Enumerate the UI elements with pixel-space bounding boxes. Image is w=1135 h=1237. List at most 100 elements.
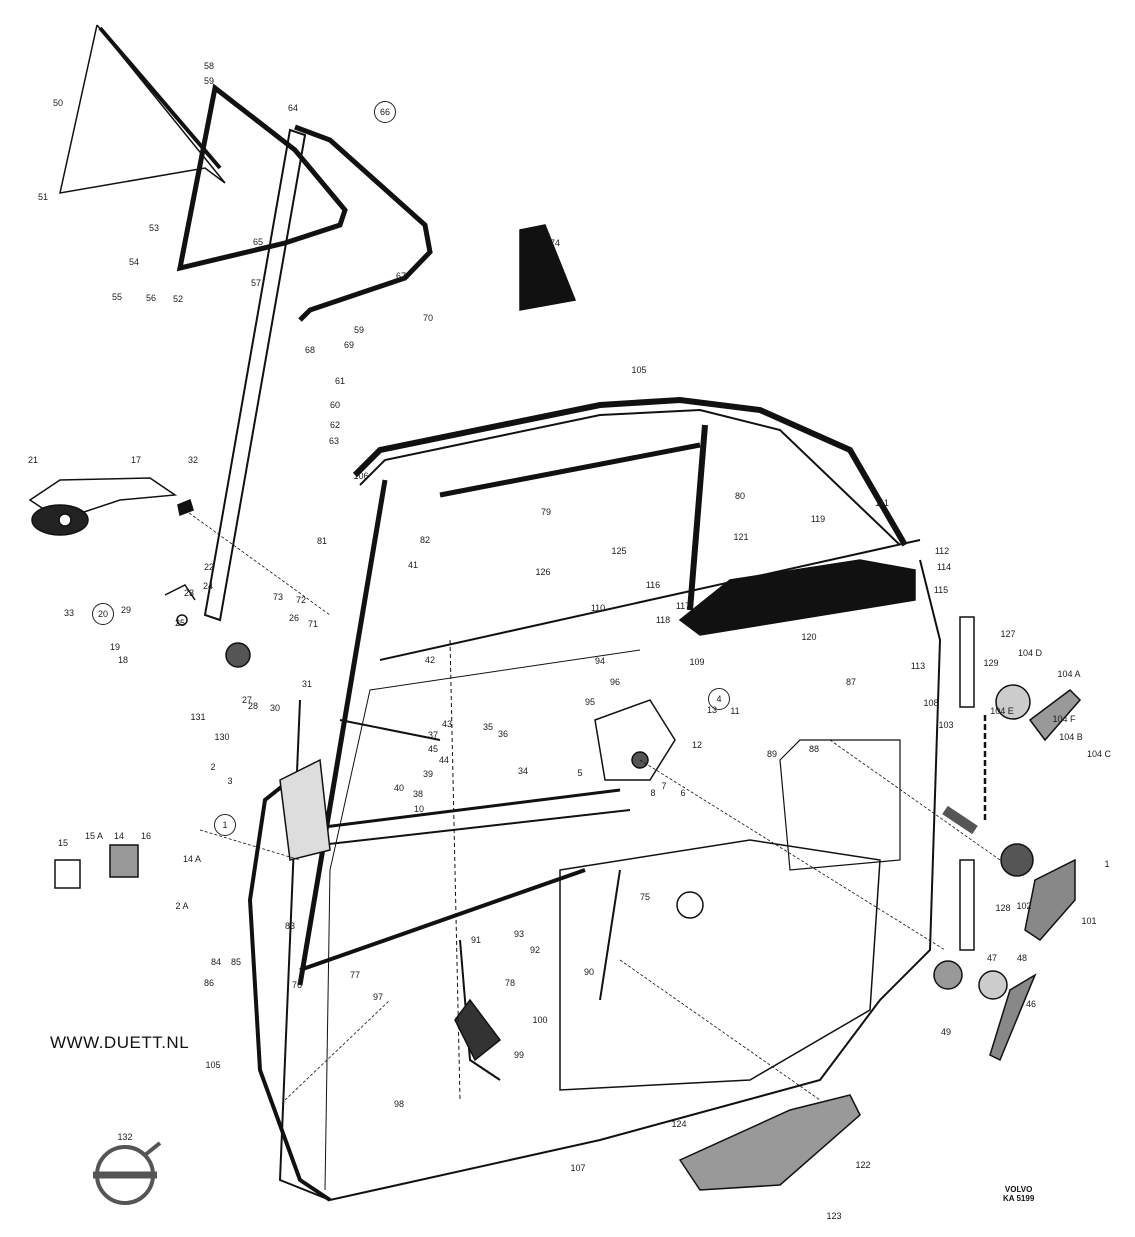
window-regulator: [594, 699, 676, 781]
part-label: 11: [730, 706, 740, 716]
volvo-logo: [93, 1141, 162, 1205]
circled-part-label: 66: [374, 101, 396, 123]
part-label: 53: [148, 223, 160, 233]
part-label: 118: [655, 615, 671, 625]
part-label: 104 D: [1017, 648, 1043, 658]
part-label: 2 A: [175, 901, 189, 911]
part-label: 29: [120, 605, 132, 615]
part-label: 43: [441, 719, 453, 729]
part-label: 17: [130, 455, 142, 465]
front-channel: [297, 479, 388, 986]
part-label: 75: [639, 892, 651, 902]
part-label: 70: [422, 313, 434, 323]
part-label: 40: [393, 783, 405, 793]
part-label: 100: [532, 1015, 548, 1025]
part-label: 37: [427, 730, 439, 740]
part-label: 95: [584, 697, 596, 707]
vent-window: [294, 124, 433, 322]
part-label: 127: [1000, 629, 1016, 639]
part-label: 41: [407, 560, 419, 570]
part-label: 51: [37, 192, 49, 202]
part-label: 15: [57, 838, 69, 848]
part-label: 107: [570, 1163, 586, 1173]
part-label: 108: [923, 698, 939, 708]
part-label: 42: [424, 655, 436, 665]
part-label: 104 E: [990, 706, 1014, 716]
door-lock: [279, 758, 331, 861]
part-label: 33: [63, 608, 75, 618]
stamp-brand: VOLVO: [1004, 1185, 1033, 1194]
part-label: 104 C: [1086, 749, 1112, 759]
part-label: 76: [291, 980, 303, 990]
part-label: 49: [940, 1027, 952, 1037]
part-label: 26: [288, 613, 300, 623]
part-label: 85: [230, 957, 242, 967]
part-label: 63: [328, 436, 340, 446]
belt-moulding: [379, 539, 921, 661]
part-label: 105: [205, 1060, 221, 1070]
part-label: 56: [145, 293, 157, 303]
part-label: 99: [513, 1050, 525, 1060]
part-label: 58: [203, 61, 215, 71]
part-label: 114: [936, 562, 952, 572]
division-bar: [203, 128, 307, 622]
part-label: 111: [875, 498, 889, 508]
part-label: 1: [1104, 859, 1110, 869]
part-label: 50: [52, 98, 64, 108]
part-label: 88: [808, 744, 820, 754]
circled-part-label: 20: [92, 603, 114, 625]
part-label: 82: [419, 535, 431, 545]
part-label: 124: [671, 1119, 687, 1129]
part-label: 34: [517, 766, 529, 776]
part-label: 113: [910, 661, 926, 671]
part-label: 81: [316, 536, 328, 546]
part-label: 24: [202, 581, 214, 591]
part-label: 13: [706, 705, 718, 715]
part-label: 132: [117, 1132, 133, 1142]
part-label: 112: [934, 546, 950, 556]
part-label: 84: [210, 957, 222, 967]
part-label: 91: [470, 935, 482, 945]
part-label: 48: [1016, 953, 1028, 963]
door-seal: [247, 778, 332, 1202]
part-label: 101: [1081, 916, 1097, 926]
escutcheon-spring: [942, 805, 978, 835]
part-label: 115: [933, 585, 949, 595]
part-label: 79: [540, 507, 552, 517]
part-label: 86: [203, 978, 215, 988]
circled-part-label: 4: [708, 688, 730, 710]
door-frame-top: [352, 396, 908, 547]
part-label: 129: [983, 658, 999, 668]
part-label: 131: [190, 712, 206, 722]
part-label: 92: [529, 945, 541, 955]
part-label: 23: [183, 588, 195, 598]
part-label: 120: [801, 632, 817, 642]
part-label: 59: [203, 76, 215, 86]
part-label: 71: [307, 619, 319, 629]
part-label: 18: [117, 655, 129, 665]
part-label: 6: [680, 788, 686, 798]
part-label: 105: [631, 365, 647, 375]
part-label: 122: [855, 1160, 871, 1170]
part-label: 77: [349, 970, 361, 980]
part-label: 35: [482, 722, 494, 732]
part-label: 22: [203, 562, 215, 572]
part-label: 69: [343, 340, 355, 350]
part-label: 123: [826, 1211, 842, 1221]
window-crank: [1028, 689, 1082, 742]
part-label: 80: [734, 491, 746, 501]
part-label: 110: [590, 603, 606, 613]
part-label: 83: [284, 921, 296, 931]
part-label: 47: [986, 953, 998, 963]
part-label: 73: [272, 592, 284, 602]
remote-rod: [299, 788, 621, 832]
part-label: 104 B: [1059, 732, 1083, 742]
part-label: 94: [594, 656, 606, 666]
part-label: 8: [650, 788, 656, 798]
part-label: 36: [497, 729, 509, 739]
part-label: 90: [583, 967, 595, 977]
part-label: 3: [227, 776, 233, 786]
part-label: 106: [353, 471, 369, 481]
circled-part-label: 1: [214, 814, 236, 836]
inner-handle: [1024, 858, 1076, 941]
